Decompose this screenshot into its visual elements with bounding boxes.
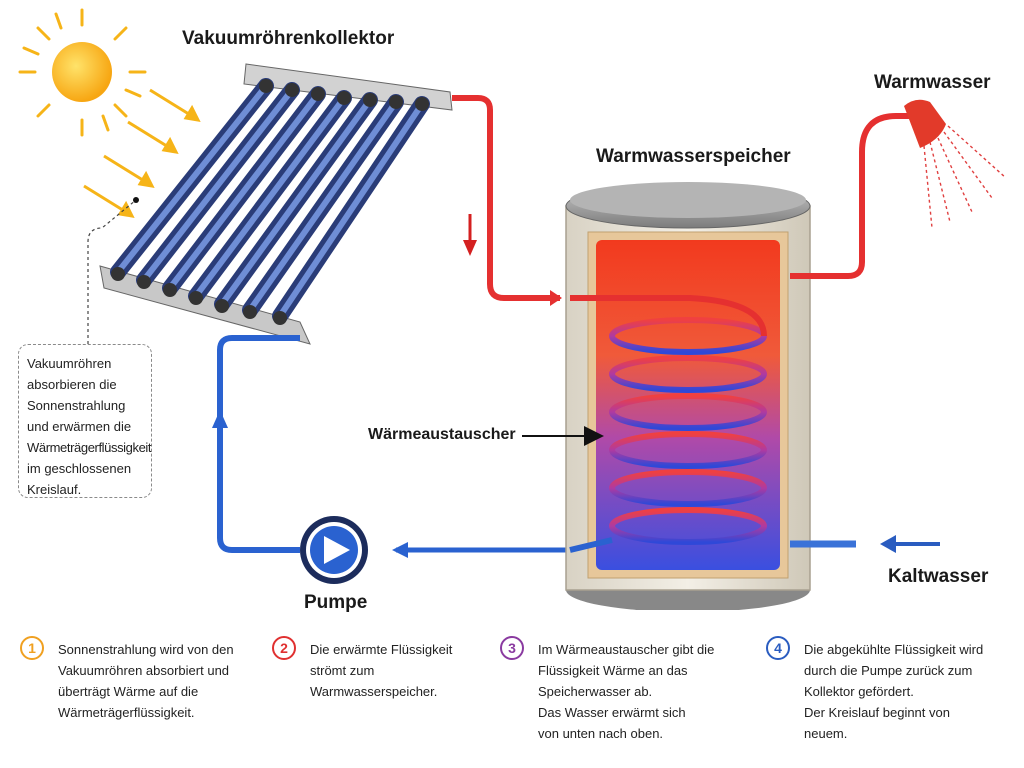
process-steps: 1 Sonnenstrahlung wird von den Vakuumröh… (0, 636, 1024, 766)
step-number: 1 (20, 636, 44, 660)
hot-supply-pipe (452, 95, 560, 301)
step-line: Im Wärmeaustauscher gibt die (538, 642, 715, 657)
pump-label: Pumpe (304, 592, 368, 613)
step-line: Wärmeträgerflüssigkeit. (58, 705, 195, 720)
step-line: Sonnenstrahlung wird von den (58, 642, 234, 657)
step-line: neuem. (804, 726, 848, 741)
callout-line: Wärmeträgerflüssigkeit (27, 440, 152, 455)
step-1: 1 Sonnenstrahlung wird von den Vakuumröh… (20, 636, 260, 766)
hot-water-label: Warmwasser (874, 72, 991, 93)
step-line: Kollektor gefördert. (804, 684, 914, 699)
collector-label: Vakuumröhrenkollektor (182, 28, 395, 49)
step-line: Vakuumröhren absorbiert und (58, 663, 230, 678)
solar-thermal-diagram (18, 8, 1007, 610)
step-line: Warmwasserspeicher. (310, 684, 438, 699)
callout-leader (87, 199, 137, 344)
collector-callout: Vakuumröhren absorbieren die Sonnenstrah… (18, 344, 152, 498)
pump-icon (300, 516, 368, 584)
callout-line: Vakuumröhren (27, 356, 112, 371)
shower-head-icon (904, 99, 1007, 229)
hot-water-outlet-pipe (790, 113, 912, 279)
step-line: strömt zum (310, 663, 375, 678)
heat-exchanger-label: Wärmeaustauscher (368, 426, 516, 443)
step-number: 4 (766, 636, 790, 660)
hot-water-tank (565, 182, 811, 610)
sun-icon (18, 8, 147, 137)
callout-line: Sonnenstrahlung (27, 398, 126, 413)
callout-line: und erwärmen die (27, 419, 132, 434)
step-line: überträgt Wärme auf die (58, 684, 199, 699)
step-line: Flüssigkeit Wärme an das (538, 663, 688, 678)
step-3: 3 Im Wärmeaustauscher gibt die Flüssigke… (500, 636, 750, 766)
step-line: von unten nach oben. (538, 726, 664, 741)
step-number: 2 (272, 636, 296, 660)
vacuum-tube-collector (99, 63, 453, 345)
step-line: Speicherwasser ab. (538, 684, 653, 699)
step-line: durch die Pumpe zurück zum (804, 663, 973, 678)
callout-line: absorbieren die (27, 377, 117, 392)
callout-line: im geschlossenen (27, 461, 132, 476)
cold-water-label: Kaltwasser (888, 566, 989, 587)
flow-down-arrow (463, 214, 477, 256)
sun-ray-arrows (83, 88, 201, 218)
cold-water-arrow (880, 535, 940, 553)
step-number: 3 (500, 636, 524, 660)
step-2: 2 Die erwärmte Flüssigkeit strömt zum Wa… (272, 636, 492, 766)
step-line: Die abgekühlte Flüssigkeit wird (804, 642, 984, 657)
callout-line: Kreislauf. (27, 482, 82, 497)
flow-up-arrow (212, 410, 228, 428)
tank-label: Warmwasserspeicher (596, 146, 791, 167)
step-line: Der Kreislauf beginnt von (804, 705, 950, 720)
step-4: 4 Die abgekühlte Flüssigkeit wird durch … (766, 636, 1016, 766)
step-line: Die erwärmte Flüssigkeit (310, 642, 453, 657)
step-line: Das Wasser erwärmt sich (538, 705, 686, 720)
